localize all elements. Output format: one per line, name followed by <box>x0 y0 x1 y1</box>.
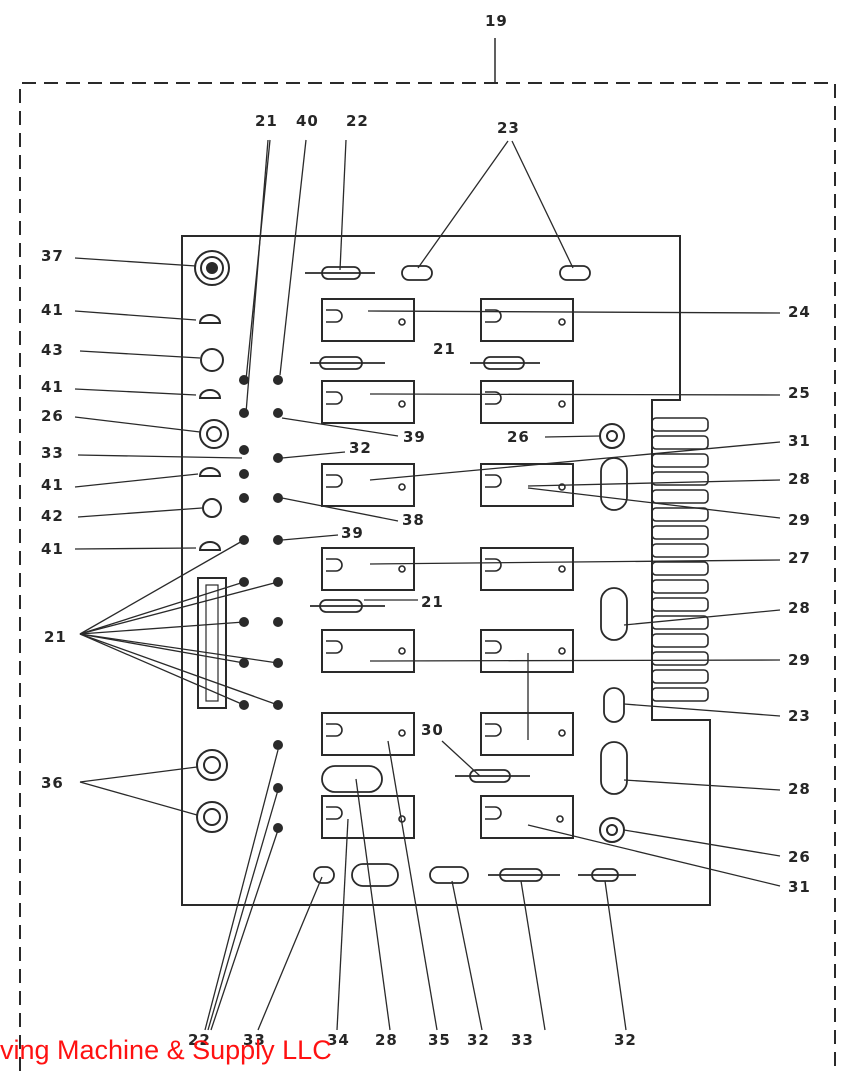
callout-32-mid: 32 <box>349 439 372 457</box>
callout-28-c: 28 <box>788 780 811 798</box>
callout-39-b: 39 <box>341 524 364 542</box>
callout-21-left: 21 <box>44 628 67 646</box>
callout-21-top: 21 <box>255 112 278 130</box>
callout-36: 36 <box>41 774 64 792</box>
grommets <box>194 250 625 843</box>
resistors <box>305 265 636 887</box>
callout-41-a: 41 <box>41 301 64 319</box>
callout-31-b: 31 <box>788 878 811 896</box>
callout-33-bottom: 33 <box>243 1031 266 1049</box>
callout-21-lower: 21 <box>421 593 444 611</box>
callout-33-bottom-b: 33 <box>511 1031 534 1049</box>
callout-35: 35 <box>428 1031 451 1049</box>
watermark-text: ving Machine & Supply LLC <box>0 1035 332 1065</box>
callout-43: 43 <box>41 341 64 359</box>
callout-37: 37 <box>41 247 64 265</box>
callout-28-bottom: 28 <box>375 1031 398 1049</box>
callout-41-c: 41 <box>41 476 64 494</box>
callout-28-b: 28 <box>788 599 811 617</box>
callout-27: 27 <box>788 549 811 567</box>
callout-41-b: 41 <box>41 378 64 396</box>
callout-25: 25 <box>788 384 811 402</box>
callout-33-left: 33 <box>41 444 64 462</box>
callout-26-left: 26 <box>41 407 64 425</box>
callout-29-b: 29 <box>788 651 811 669</box>
terminal-pins <box>239 375 283 833</box>
callout-21-mid: 21 <box>433 340 456 358</box>
terminal-strip <box>197 577 227 709</box>
callout-29-a: 29 <box>788 511 811 529</box>
callout-42: 42 <box>41 507 64 525</box>
callout-24: 24 <box>788 303 811 321</box>
callout-40: 40 <box>296 112 319 130</box>
callout-22-top: 22 <box>346 112 369 130</box>
callout-19: 19 <box>485 12 508 30</box>
callout-34: 34 <box>327 1031 350 1049</box>
callout-31-a: 31 <box>788 432 811 450</box>
callout-38: 38 <box>402 511 425 529</box>
callout-30: 30 <box>421 721 444 739</box>
callout-23-right: 23 <box>788 707 811 725</box>
edge-connector <box>651 417 709 702</box>
relay-blocks <box>321 298 574 839</box>
leader-lines <box>74 139 781 1031</box>
callout-26-right: 26 <box>788 848 811 866</box>
callout-22-bottom: 22 <box>188 1031 211 1049</box>
callout-39-a: 39 <box>403 428 426 446</box>
callout-23-top: 23 <box>497 119 520 137</box>
dashed-enclosure <box>19 82 836 1071</box>
callout-28-a: 28 <box>788 470 811 488</box>
callout-26-mid: 26 <box>507 428 530 446</box>
callout-32-bottom-b: 32 <box>614 1031 637 1049</box>
callout-41-d: 41 <box>41 540 64 558</box>
callout-32-bottom-a: 32 <box>467 1031 490 1049</box>
board-outline <box>181 235 711 906</box>
